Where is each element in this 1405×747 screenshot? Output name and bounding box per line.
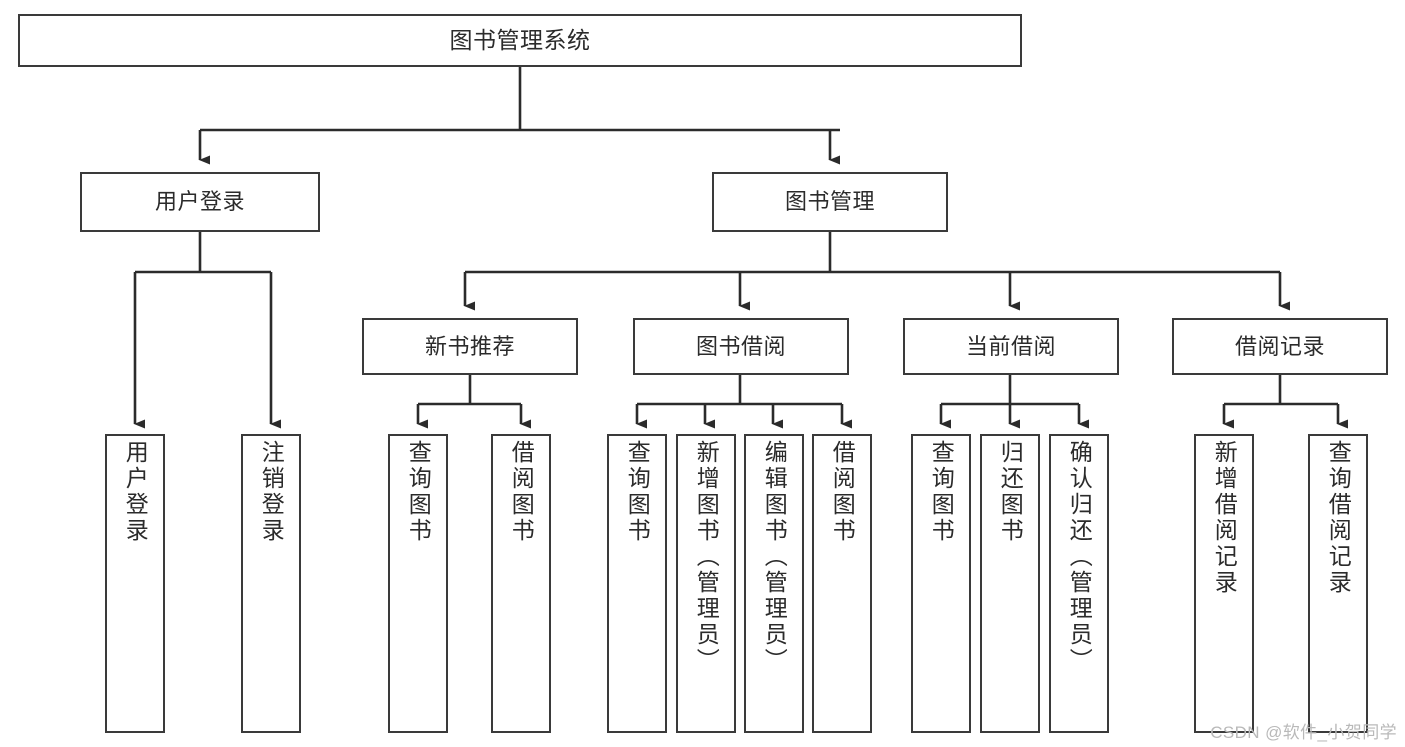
watermark-text: CSDN @软件_小贺同学 <box>1210 723 1397 742</box>
node-label: 确认归还（管理员） <box>1066 440 1093 674</box>
node-label: 新增借阅记录 <box>1211 440 1238 596</box>
node-label: 图书借阅 <box>695 333 786 359</box>
node-book-manage[interactable]: 图书管理 <box>712 172 948 232</box>
node-new-book-recommend[interactable]: 新书推荐 <box>362 318 578 375</box>
node-label: 编辑图书（管理员） <box>761 440 788 674</box>
node-user-login[interactable]: 用户登录 <box>80 172 320 232</box>
node-label: 新书推荐 <box>424 333 515 359</box>
node-label: 查询借阅记录 <box>1325 440 1352 596</box>
node-root-system[interactable]: 图书管理系统 <box>18 14 1022 67</box>
node-leaf-query-book-1[interactable]: 查询图书 <box>388 434 448 733</box>
node-label: 图书管理 <box>784 189 875 215</box>
node-label: 查询图书 <box>928 440 955 544</box>
node-label: 查询图书 <box>624 440 651 544</box>
node-book-borrow[interactable]: 图书借阅 <box>633 318 849 375</box>
node-leaf-query-book-2[interactable]: 查询图书 <box>607 434 667 733</box>
node-leaf-logout-login[interactable]: 注销登录 <box>241 434 301 733</box>
node-leaf-borrow-book-2[interactable]: 借阅图书 <box>812 434 872 733</box>
node-label: 借阅图书 <box>508 440 535 544</box>
node-leaf-add-book[interactable]: 新增图书（管理员） <box>676 434 736 733</box>
node-label: 新增图书（管理员） <box>693 440 720 674</box>
node-leaf-add-record[interactable]: 新增借阅记录 <box>1194 434 1254 733</box>
node-label: 注销登录 <box>258 440 285 544</box>
node-label: 借阅记录 <box>1234 333 1325 359</box>
node-leaf-edit-book[interactable]: 编辑图书（管理员） <box>744 434 804 733</box>
node-leaf-query-record[interactable]: 查询借阅记录 <box>1308 434 1368 733</box>
node-borrow-record[interactable]: 借阅记录 <box>1172 318 1388 375</box>
node-current-borrow[interactable]: 当前借阅 <box>903 318 1119 375</box>
node-leaf-return-book[interactable]: 归还图书 <box>980 434 1040 733</box>
node-leaf-confirm-return[interactable]: 确认归还（管理员） <box>1049 434 1109 733</box>
node-leaf-borrow-book-1[interactable]: 借阅图书 <box>491 434 551 733</box>
node-leaf-user-login[interactable]: 用户登录 <box>105 434 165 733</box>
node-label: 用户登录 <box>122 440 149 544</box>
node-leaf-query-book-3[interactable]: 查询图书 <box>911 434 971 733</box>
node-label: 当前借阅 <box>965 333 1056 359</box>
node-label: 用户登录 <box>154 189 245 215</box>
node-label: 图书管理系统 <box>449 26 591 53</box>
node-label: 查询图书 <box>405 440 432 544</box>
node-label: 借阅图书 <box>829 440 856 544</box>
node-label: 归还图书 <box>997 440 1024 544</box>
